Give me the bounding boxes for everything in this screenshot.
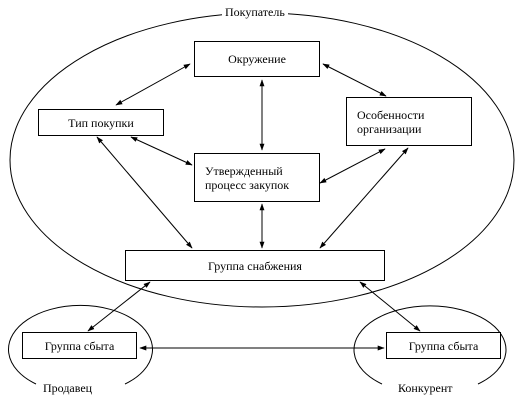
arrow-org-features-process: [319, 148, 386, 184]
supply-group-label: Группа снабжения: [208, 258, 302, 273]
purchase-type-box: Тип покупки: [38, 109, 164, 136]
competitor-arc: [353, 305, 507, 385]
arrow-org-features-supply: [319, 147, 409, 249]
org-features-label-line1: Особенности: [357, 107, 425, 122]
arrow-environment-org-features: [322, 63, 387, 97]
purchase-type-label: Тип покупки: [68, 115, 134, 130]
arrow-supply-seller: [87, 281, 151, 332]
environment-box: Окружение: [194, 41, 320, 77]
buyer-label: Покупатель: [222, 5, 288, 19]
arrow-purchase-type-supply: [96, 136, 193, 249]
competitor-label: Конкурент: [396, 381, 455, 395]
approved-process-label-line2: процесс закупок: [205, 177, 290, 192]
arrow-supply-competitor: [359, 281, 421, 332]
arrow-purchase-type-process: [130, 136, 193, 166]
approved-process-box: Утвержденный процесс закупок: [194, 153, 320, 202]
seller-sales-group-box: Группа сбыта: [22, 332, 137, 359]
competitor-sales-group-label: Группа сбыта: [408, 338, 479, 353]
supply-group-box: Группа снабжения: [125, 250, 385, 281]
approved-process-label-line1: Утвержденный: [205, 163, 283, 178]
seller-sales-group-label: Группа сбыта: [44, 338, 115, 353]
competitor-sales-group-box: Группа сбыта: [386, 332, 501, 359]
environment-label: Окружение: [228, 52, 286, 66]
seller-label: Продавец: [41, 381, 95, 395]
seller-arc: [8, 304, 153, 385]
arrow-environment-purchase-type: [115, 63, 191, 106]
org-features-box: Особенности организации: [346, 97, 472, 146]
org-features-label-line2: организации: [357, 121, 422, 136]
